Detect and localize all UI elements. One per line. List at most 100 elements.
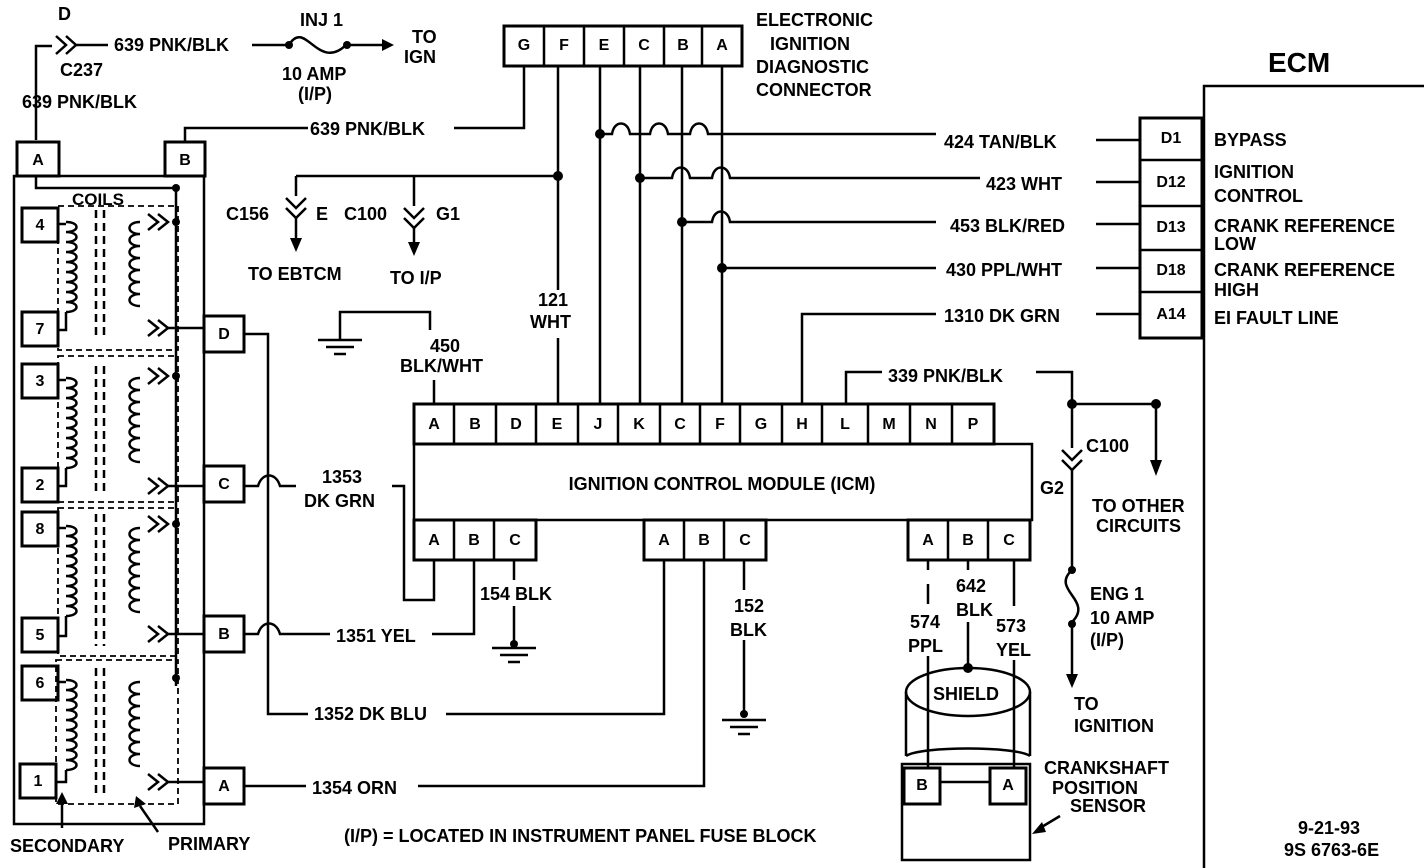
c100-g1-connector-icon <box>403 207 425 230</box>
icm-title: IGNITION CONTROL MODULE (ICM) <box>569 474 876 494</box>
svg-text:H: H <box>796 416 808 433</box>
sensor-pin-b <box>902 766 942 806</box>
icm-grounds: 154 BLK 152 BLK <box>480 560 767 736</box>
diagram-code: 9S 6763-6E <box>1284 840 1379 860</box>
svg-text:C: C <box>509 532 521 549</box>
svg-text:BYPASS: BYPASS <box>1214 130 1287 150</box>
svg-text:TO I/P: TO I/P <box>390 268 442 288</box>
coil-unit-2: 3 2 <box>20 355 179 504</box>
primary-label: PRIMARY <box>168 834 250 854</box>
svg-text:B: B <box>179 152 191 169</box>
svg-text:D13: D13 <box>1156 219 1185 236</box>
c156-connector-icon <box>285 197 307 220</box>
svg-text:ENG 1: ENG 1 <box>1090 584 1144 604</box>
svg-text:642: 642 <box>956 576 986 596</box>
svg-text:CRANK REFERENCE: CRANK REFERENCE <box>1214 260 1395 280</box>
inj1-label: INJ 1 <box>300 10 343 30</box>
svg-text:D: D <box>218 326 230 343</box>
svg-text:M: M <box>882 416 895 433</box>
svg-text:BLK: BLK <box>956 600 993 620</box>
svg-text:BLK/WHT: BLK/WHT <box>400 356 483 376</box>
svg-text:B: B <box>677 37 689 54</box>
svg-text:A: A <box>428 532 440 549</box>
svg-text:B: B <box>468 532 480 549</box>
svg-text:B: B <box>962 532 974 549</box>
svg-text:G: G <box>518 37 530 54</box>
svg-text:IGNITION: IGNITION <box>1074 716 1154 736</box>
icm: IGNITION CONTROL MODULE (ICM) A B D E J … <box>412 402 1034 562</box>
shield-label: SHIELD <box>933 684 999 704</box>
ecm-title: ECM <box>1268 47 1330 78</box>
arrow-right-icon <box>382 39 394 51</box>
wire-1352 <box>244 332 308 716</box>
svg-text:B: B <box>469 416 481 433</box>
svg-text:C: C <box>1003 532 1015 549</box>
svg-text:IGNITION: IGNITION <box>770 34 850 54</box>
svg-text:G: G <box>755 416 767 433</box>
sensor-pin-a <box>988 766 1028 806</box>
svg-text:B: B <box>698 532 710 549</box>
svg-text:1: 1 <box>34 773 43 790</box>
svg-text:B: B <box>916 777 928 794</box>
icm-bottom-mid-connector <box>642 518 768 562</box>
secondary-winding-icon <box>65 220 78 314</box>
svg-text:639 PNK/BLK: 639 PNK/BLK <box>310 119 425 139</box>
svg-text:SENSOR: SENSOR <box>1070 796 1146 816</box>
svg-text:C: C <box>739 532 751 549</box>
svg-text:1353: 1353 <box>322 467 362 487</box>
svg-text:C: C <box>638 37 650 54</box>
svg-text:A: A <box>658 532 670 549</box>
svg-text:1310 DK GRN: 1310 DK GRN <box>944 306 1060 326</box>
svg-text:1351 YEL: 1351 YEL <box>336 626 416 646</box>
svg-text:TO OTHER: TO OTHER <box>1092 496 1185 516</box>
wire-1353 <box>392 484 436 602</box>
svg-text:152: 152 <box>734 596 764 616</box>
svg-text:B: B <box>218 626 230 643</box>
sensor-body <box>900 762 1032 862</box>
svg-text:2: 2 <box>36 477 45 494</box>
primary-winding-icon <box>128 220 141 308</box>
svg-text:430 PPL/WHT: 430 PPL/WHT <box>946 260 1062 280</box>
coil-pack: A B COILS 4 7 3 2 <box>10 126 308 856</box>
diagram-date: 9-21-93 <box>1298 818 1360 838</box>
wire-1354 <box>418 560 706 788</box>
inj1-rating: 10 AMP <box>282 64 346 84</box>
coils-title: COILS <box>72 190 124 209</box>
svg-text:6: 6 <box>36 675 45 692</box>
c100-g2-connector-icon <box>1061 449 1083 472</box>
coil-pin-d <box>202 314 246 354</box>
svg-text:C156: C156 <box>226 204 269 224</box>
svg-text:ELECTRONIC: ELECTRONIC <box>756 10 873 30</box>
coil-terminal-a <box>15 140 61 178</box>
svg-text:P: P <box>968 416 979 433</box>
svg-text:A: A <box>428 416 440 433</box>
ground-icon <box>492 646 536 664</box>
svg-text:4: 4 <box>36 217 45 234</box>
ground-450: 450 BLK/WHT <box>318 310 483 404</box>
svg-text:1354 ORN: 1354 ORN <box>312 778 397 798</box>
svg-text:G2: G2 <box>1040 478 1064 498</box>
svg-text:(I/P): (I/P) <box>1090 630 1124 650</box>
svg-text:CONTROL: CONTROL <box>1214 186 1303 206</box>
c237-connector-icon <box>55 35 78 55</box>
svg-text:WHT: WHT <box>530 312 571 332</box>
svg-text:TO: TO <box>1074 694 1099 714</box>
coil-pin-c <box>202 464 246 504</box>
c237-area: D 639 PNK/BLK C237 639 PNK/BLK INJ 1 10 … <box>22 4 437 140</box>
svg-text:453 BLK/RED: 453 BLK/RED <box>950 216 1065 236</box>
icm-top-connector <box>412 402 996 446</box>
svg-text:C100: C100 <box>1086 436 1129 456</box>
svg-text:A: A <box>922 532 934 549</box>
svg-text:C100: C100 <box>344 204 387 224</box>
svg-text:D18: D18 <box>1156 262 1185 279</box>
coil-unit-1: 4 7 <box>20 205 179 351</box>
wire-639-left <box>34 44 52 140</box>
ecm-connector <box>1138 116 1204 340</box>
icm-bottom-left-connector <box>412 518 538 562</box>
svg-text:A: A <box>32 152 44 169</box>
svg-text:E: E <box>599 37 610 54</box>
svg-text:573: 573 <box>996 616 1026 636</box>
svg-text:BLK: BLK <box>730 620 767 640</box>
svg-text:HIGH: HIGH <box>1214 280 1259 300</box>
